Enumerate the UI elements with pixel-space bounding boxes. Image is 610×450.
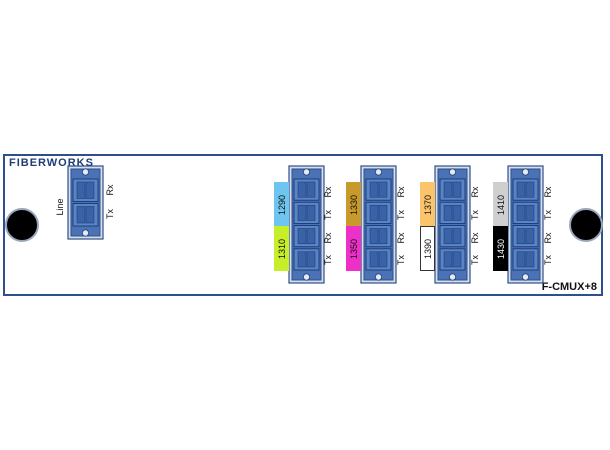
band-1310-label: 1310	[276, 238, 287, 259]
module-1410-1430-port-1-ferrule-a	[516, 181, 526, 198]
band-1370-label: 1370	[422, 194, 433, 215]
module-1290-1310-port-4-ferrule-b	[306, 251, 316, 268]
module-1410-1430-port-4-ferrule-b	[525, 251, 535, 268]
module-1290-1310-port-1-ferrule-a	[297, 181, 307, 198]
m2-port1-label: Rx	[396, 186, 406, 198]
module-1370-1390-port-1-ferrule-a	[443, 181, 453, 198]
module-1370-1390-port-4-ferrule-b	[452, 251, 462, 268]
module-1330-1350-port-2-ferrule-a	[369, 204, 379, 221]
band-1290: 1290	[274, 182, 289, 227]
module-1290-1310-port-1-ferrule-b	[306, 181, 316, 198]
module-1370-1390-port-3-ferrule-b	[452, 228, 462, 245]
module-1410-1430-port-1-ferrule-b	[525, 181, 535, 198]
m4-port3-label: Rx	[543, 232, 553, 244]
module-1330-1350-bottom-screw	[374, 273, 383, 281]
line-tx-label: Tx	[105, 209, 115, 219]
module-1290-1310-top-screw	[302, 168, 311, 176]
band-1310: 1310	[274, 226, 289, 271]
module-1330-1350-port-4-ferrule-b	[378, 251, 388, 268]
module-1410-1430-port-4-ferrule-a	[516, 251, 526, 268]
m4-port2-label: Tx	[543, 210, 553, 220]
module-1370-1390-top-screw	[448, 168, 457, 176]
module-1410-1430-port-3-ferrule-b	[525, 228, 535, 245]
band-1350: 1350	[346, 226, 361, 271]
module-1330-1350-port-3-ferrule-a	[369, 228, 379, 245]
m4-port4-label: Tx	[543, 255, 553, 265]
module-1370-1390-bottom-screw	[448, 273, 457, 281]
module-1330-1350-port-1-ferrule-a	[369, 181, 379, 198]
band-1410: 1410	[493, 182, 508, 227]
m3-port2-label: Tx	[470, 210, 480, 220]
band-1370: 1370	[420, 182, 435, 227]
module-1290-1310-port-2-ferrule-a	[297, 204, 307, 221]
band-1430-label: 1430	[495, 238, 506, 259]
module-1290-1310-bottom-screw	[302, 273, 311, 281]
line-connector-port-1-ferrule-a	[76, 181, 86, 199]
module-1410-1430-port-2-ferrule-b	[525, 204, 535, 221]
module-1330-1350-top-screw	[374, 168, 383, 176]
band-1330: 1330	[346, 182, 361, 227]
line-connector-top-screw	[81, 168, 90, 176]
module-1370-1390-port-2-ferrule-b	[452, 204, 462, 221]
m2-port3-label: Rx	[396, 232, 406, 244]
module-1370-1390-port-4-ferrule-a	[443, 251, 453, 268]
band-1350-label: 1350	[348, 238, 359, 259]
module-1370-1390-port-3-ferrule-a	[443, 228, 453, 245]
m1-port1-label: Rx	[323, 186, 333, 198]
m1-port3-label: Rx	[323, 232, 333, 244]
m3-port1-label: Rx	[470, 186, 480, 198]
line-connector-port-1-ferrule-b	[85, 181, 95, 199]
m3-port4-label: Tx	[470, 255, 480, 265]
line-connector-bottom-screw	[81, 229, 90, 237]
module-1410-1430-bottom-screw	[521, 273, 530, 281]
band-1290-label: 1290	[276, 194, 287, 215]
m2-port4-label: Tx	[396, 255, 406, 265]
module-1330-1350-port-1-ferrule-b	[378, 181, 388, 198]
m2-port2-label: Tx	[396, 210, 406, 220]
band-1410-label: 1410	[495, 194, 506, 215]
line-label: Line	[55, 198, 65, 216]
module-1330-1350-port-4-ferrule-a	[369, 251, 379, 268]
m3-port3-label: Rx	[470, 232, 480, 244]
module-1290-1310-port-3-ferrule-a	[297, 228, 307, 245]
module-1410-1430-port-2-ferrule-a	[516, 204, 526, 221]
band-1330-label: 1330	[348, 194, 359, 215]
band-1430: 1430	[493, 226, 508, 271]
module-1290-1310-port-3-ferrule-b	[306, 228, 316, 245]
module-1330-1350-port-2-ferrule-b	[378, 204, 388, 221]
right-mounting-screw[interactable]	[569, 208, 603, 242]
m4-port1-label: Rx	[543, 186, 553, 198]
left-mounting-screw[interactable]	[5, 208, 39, 242]
band-1390-label: 1390	[422, 238, 433, 259]
model-label: F-CMUX+8	[541, 281, 597, 293]
module-1370-1390-port-2-ferrule-a	[443, 204, 453, 221]
line-connector-port-2-ferrule-a	[76, 206, 86, 224]
module-1330-1350-port-3-ferrule-b	[378, 228, 388, 245]
module-1410-1430-top-screw	[521, 168, 530, 176]
band-1390: 1390	[420, 226, 435, 271]
m1-port4-label: Tx	[323, 255, 333, 265]
module-1290-1310-port-4-ferrule-a	[297, 251, 307, 268]
m1-port2-label: Tx	[323, 210, 333, 220]
line-rx-label: Rx	[105, 184, 115, 196]
module-1410-1430-port-3-ferrule-a	[516, 228, 526, 245]
module-1290-1310-port-2-ferrule-b	[306, 204, 316, 221]
module-1370-1390-port-1-ferrule-b	[452, 181, 462, 198]
line-connector-port-2-ferrule-b	[85, 206, 95, 224]
